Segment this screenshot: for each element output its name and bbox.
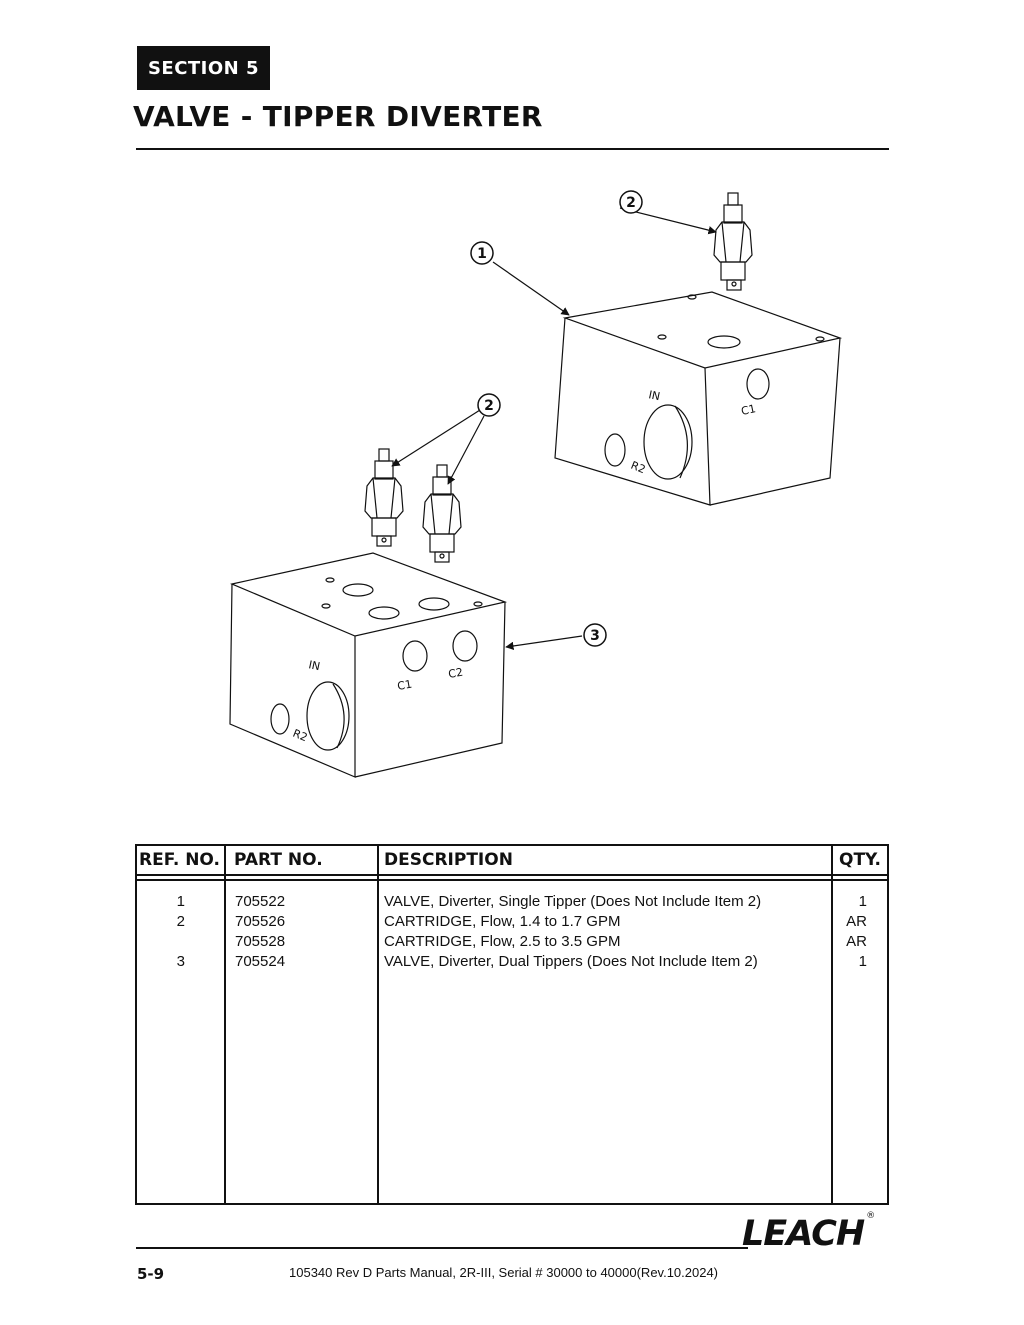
footer-divider <box>136 1247 748 1249</box>
cell-qty: 1 <box>858 953 867 970</box>
column-divider <box>831 846 833 1203</box>
valve-block-dual-tipper: IN C1 C2 R2 <box>229 552 508 778</box>
port-label-r2-1: R2 <box>629 459 647 477</box>
cell-desc: CARTRIDGE, Flow, 1.4 to 1.7 GPM <box>384 913 621 930</box>
table-row: 705528 CARTRIDGE, Flow, 2.5 to 3.5 GPM A… <box>137 932 887 952</box>
logo-text: LEACH <box>742 1214 865 1254</box>
cell-desc: VALVE, Diverter, Dual Tippers (Does Not … <box>384 953 758 970</box>
flow-cartridge <box>364 448 404 547</box>
cell-ref: 3 <box>176 953 185 970</box>
section-label: SECTION 5 <box>137 46 270 90</box>
exploded-parts-diagram: IN C1 R2 IN C1 C2 R2 <box>229 190 843 778</box>
cell-desc: CARTRIDGE, Flow, 2.5 to 3.5 GPM <box>384 933 621 950</box>
port-label-in-1: IN <box>647 388 661 403</box>
table-row: 1 705522 VALVE, Diverter, Single Tipper … <box>137 892 887 912</box>
callout-2-top: 2 <box>619 190 643 214</box>
cell-qty: AR <box>846 933 867 950</box>
parts-table: REF. NO. PART NO. DESCRIPTION QTY. 1 705… <box>135 844 889 1205</box>
header-rule <box>137 874 887 876</box>
manual-reference: 105340 Rev D Parts Manual, 2R-III, Seria… <box>289 1265 719 1280</box>
cell-part: 705522 <box>235 893 286 910</box>
cell-ref: 1 <box>176 893 185 910</box>
cell-part: 705528 <box>235 933 286 950</box>
table-row: 3 705524 VALVE, Diverter, Dual Tippers (… <box>137 952 887 972</box>
port-label-c1-3: C1 <box>396 678 413 693</box>
port-label-c1-1: C1 <box>740 402 757 418</box>
header-rule <box>137 879 887 881</box>
port-label-c2-3: C2 <box>447 666 464 681</box>
table-row: 2 705526 CARTRIDGE, Flow, 1.4 to 1.7 GPM… <box>137 912 887 932</box>
column-divider <box>224 846 226 1203</box>
table-body: 1 705522 VALVE, Diverter, Single Tipper … <box>137 892 887 972</box>
header-ref-no: REF. NO. <box>139 850 220 870</box>
valve-block-single-tipper: IN C1 R2 <box>554 291 843 506</box>
cell-qty: 1 <box>858 893 867 910</box>
page-number: 5-9 <box>137 1265 165 1283</box>
cell-part: 705524 <box>235 953 286 970</box>
header-part-no: PART NO. <box>234 850 323 870</box>
cell-qty: AR <box>846 913 867 930</box>
registered-mark: ® <box>866 1211 875 1222</box>
page-title: VALVE - TIPPER DIVERTER <box>133 100 543 133</box>
callout-1: 1 <box>470 241 494 265</box>
cell-part: 705526 <box>235 913 286 930</box>
column-divider <box>377 846 379 1203</box>
leach-logo: LEACH® <box>742 1211 875 1254</box>
svg-text:2: 2 <box>626 195 636 211</box>
port-label-in-3: IN <box>307 658 321 673</box>
callout-3: 3 <box>583 623 607 647</box>
title-divider <box>136 148 889 150</box>
flow-cartridge <box>422 464 462 563</box>
svg-text:1: 1 <box>477 246 487 262</box>
flow-cartridge <box>713 192 753 291</box>
svg-text:3: 3 <box>590 628 600 644</box>
port-label-r2-3: R2 <box>291 727 309 745</box>
callout-2-lower: 2 <box>477 393 501 417</box>
header-description: DESCRIPTION <box>384 850 513 870</box>
svg-text:2: 2 <box>484 398 494 414</box>
cell-ref: 2 <box>176 913 185 930</box>
cell-desc: VALVE, Diverter, Single Tipper (Does Not… <box>384 893 762 910</box>
header-qty: QTY. <box>839 850 882 870</box>
